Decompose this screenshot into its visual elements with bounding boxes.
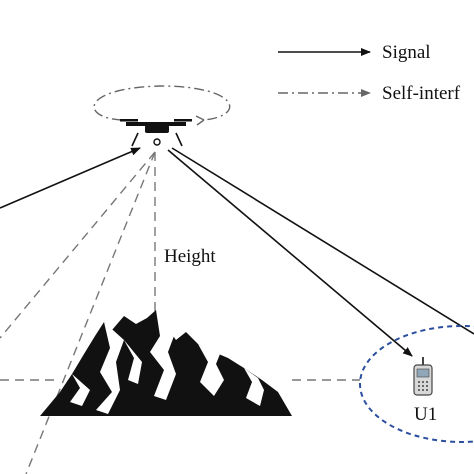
coverage-area (359, 325, 474, 443)
signal-arrow-uav-to-u1 (167, 149, 413, 357)
mountain-icon (40, 310, 292, 416)
legend-self-interference-label: Self-interf (382, 83, 461, 104)
drone-icon (120, 119, 192, 147)
signal-arrows (0, 147, 474, 357)
user-label-u1: U1 (414, 404, 437, 425)
mobile-phone-icon (413, 357, 433, 396)
height-label: Height (164, 246, 216, 267)
self-interference-loop (93, 85, 231, 126)
interference-lines (0, 151, 156, 474)
signal-arrow-left-user-to-uav (0, 147, 141, 209)
legend: Signal Self-interf (278, 42, 461, 104)
legend-signal-label: Signal (382, 42, 431, 63)
signal-arrow-uav-to-far-right (171, 147, 474, 335)
